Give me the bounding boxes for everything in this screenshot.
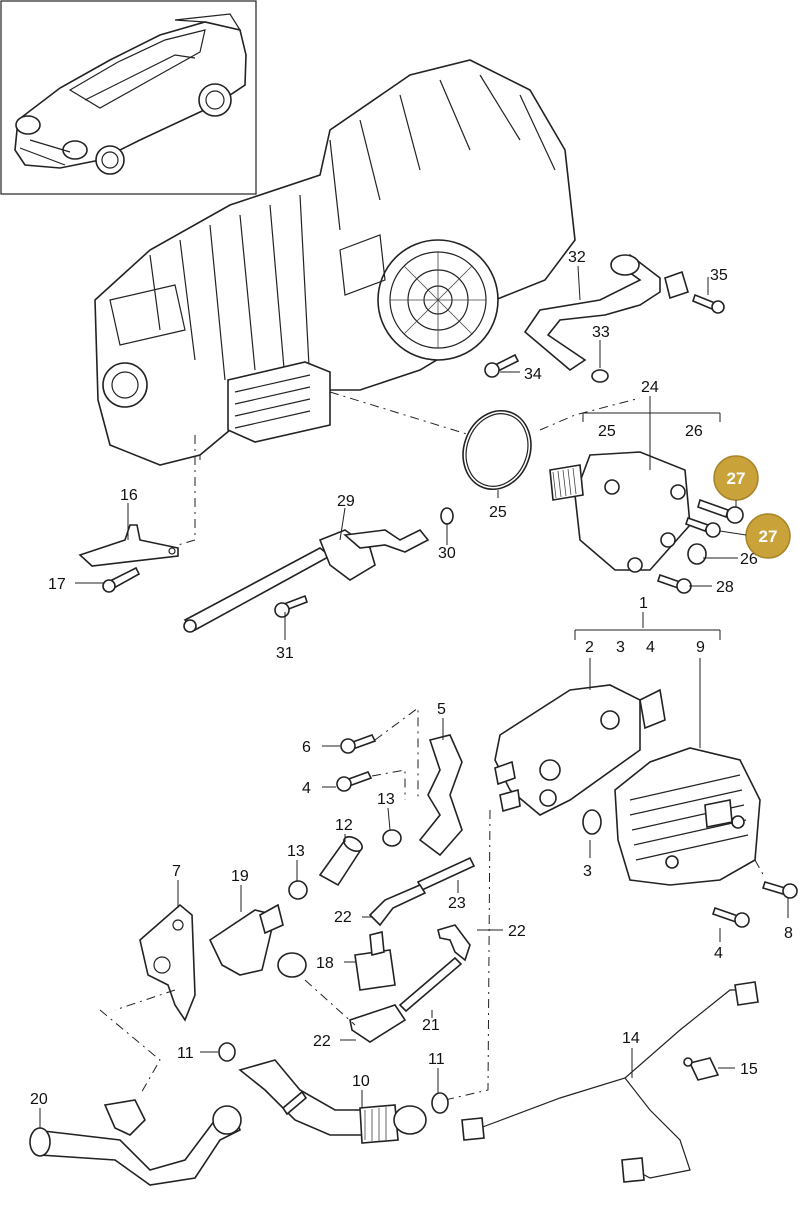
pipe-32	[523, 254, 689, 371]
label-28: 28	[716, 579, 734, 596]
oil-pump-24	[549, 451, 691, 573]
label-11-left: 11	[177, 1045, 194, 1062]
line-21	[398, 956, 463, 1013]
bracket-7	[139, 903, 196, 1022]
label-35: 35	[710, 267, 728, 284]
o-ring-30	[440, 507, 454, 525]
bolt-6	[340, 734, 377, 754]
valve-18	[354, 930, 396, 991]
label-9: 9	[696, 639, 705, 656]
callout-27-lower[interactable]: 27	[745, 513, 791, 559]
label-34: 34	[524, 366, 542, 383]
thermostat-19	[208, 903, 307, 978]
bolt-27a	[697, 498, 744, 524]
hose-22-upper	[368, 883, 427, 927]
bracket-5	[418, 734, 463, 857]
transmission-heat-exchanger	[227, 361, 331, 443]
hose-23	[416, 856, 476, 892]
label-4-top: 4	[646, 639, 655, 656]
bolt-4-lower	[711, 906, 750, 928]
label-5: 5	[437, 701, 446, 718]
callout-27-upper[interactable]: 27	[713, 455, 759, 501]
car-thumbnail-icon	[0, 0, 257, 195]
part-labels: 16 17 29 30 31 32 35 33 34 24 25 26 25 2…	[30, 249, 793, 1108]
hose-22-right	[437, 924, 471, 962]
label-15: 15	[740, 1061, 758, 1078]
label-24: 24	[641, 379, 659, 396]
label-30: 30	[438, 545, 456, 562]
label-18: 18	[316, 955, 334, 972]
label-29: 29	[337, 493, 355, 510]
bolt-34	[484, 353, 520, 378]
bracket-16	[78, 524, 179, 567]
o-ring-25	[462, 409, 532, 491]
o-ring-26	[687, 543, 707, 565]
o-ring-33	[591, 369, 609, 383]
label-4-mid: 4	[302, 780, 311, 797]
o-ring-3	[582, 809, 602, 835]
o-ring-11a	[218, 1042, 236, 1062]
bolt-17	[102, 566, 141, 593]
clamp-13-lower	[288, 880, 308, 900]
bolt-27b	[684, 516, 721, 538]
label-23: 23	[448, 895, 466, 912]
leader-lines	[39, 265, 789, 1128]
callout-27-upper-text: 27	[727, 469, 746, 488]
label-25-top: 25	[598, 423, 616, 440]
label-14: 14	[622, 1030, 640, 1047]
hose-22-lower	[349, 1004, 407, 1043]
label-22-c: 22	[313, 1033, 331, 1050]
label-33: 33	[592, 324, 610, 341]
label-13-lower: 13	[287, 843, 305, 860]
transmission-housing	[94, 59, 576, 466]
bolt-8	[761, 881, 798, 899]
pipe-29	[183, 528, 430, 633]
label-16: 16	[120, 487, 138, 504]
hose-12	[318, 835, 364, 887]
label-2: 2	[585, 639, 594, 656]
label-19: 19	[231, 868, 249, 885]
wiring-harness-14	[461, 981, 759, 1183]
label-17: 17	[48, 576, 66, 593]
label-4-lower: 4	[714, 945, 723, 962]
label-3: 3	[583, 863, 592, 880]
bolt-35	[692, 293, 725, 314]
label-13-upper: 13	[377, 791, 395, 808]
bolt-31	[274, 594, 309, 618]
o-ring-11b	[431, 1092, 449, 1114]
label-22-b: 22	[508, 923, 526, 940]
label-12: 12	[335, 817, 353, 834]
label-6: 6	[302, 739, 311, 756]
label-20: 20	[30, 1091, 48, 1108]
clamp-13-upper	[382, 829, 402, 847]
label-8: 8	[784, 925, 793, 942]
label-11-right: 11	[428, 1051, 445, 1068]
label-3-top: 3	[616, 639, 625, 656]
label-26-top: 26	[685, 423, 703, 440]
pipe-10	[238, 1059, 427, 1144]
callout-27-lower-text: 27	[759, 527, 778, 546]
label-1: 1	[639, 595, 648, 612]
label-7: 7	[172, 863, 181, 880]
bolt-28	[656, 573, 692, 594]
bolt-4-upper	[336, 771, 373, 792]
filter-housing-2	[494, 684, 666, 816]
label-10: 10	[352, 1073, 370, 1090]
oil-cooler-9	[614, 747, 761, 886]
label-22-a: 22	[334, 909, 352, 926]
label-31: 31	[276, 645, 294, 662]
label-21: 21	[422, 1017, 440, 1034]
label-32: 32	[568, 249, 586, 266]
pipe-20	[29, 1099, 242, 1186]
plug-15	[683, 1057, 720, 1081]
label-25: 25	[489, 504, 507, 521]
label-26: 26	[740, 551, 758, 568]
